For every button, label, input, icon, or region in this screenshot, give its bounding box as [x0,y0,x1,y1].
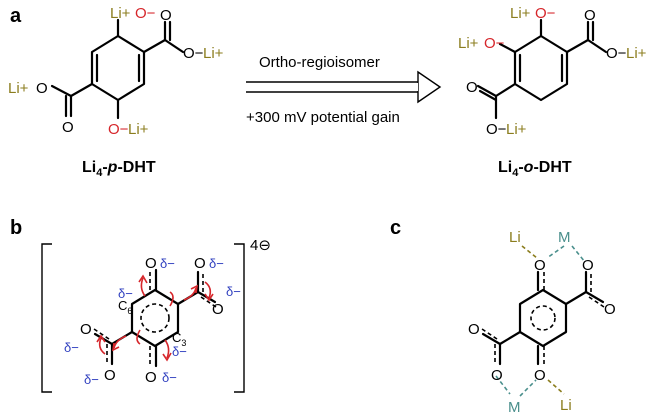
b-left-delta: δ− [64,340,79,355]
b-c3-label: C3 [172,330,186,348]
b-right-carbonyl-o: O [194,255,206,272]
left-left-li: Li+ [8,80,29,97]
left-left-o: O [36,80,48,97]
left-right-li: Li+ [203,45,224,62]
left-right-carbonyl-o: O [160,7,172,24]
c-right-o: O [604,301,616,318]
coordination-ring [518,288,568,348]
left-top-o: O− [135,5,156,22]
left-compound-name: Li4-p-DHT [82,159,156,179]
right-bottom-carbonyl-o: O [466,79,478,96]
left-molecule [50,18,185,120]
left-benzene-ring [90,34,146,102]
left-right-o: O− [183,45,204,62]
b-c6-delta: δ− [118,286,133,301]
c-left-carbonyl-o: O [491,367,503,384]
resonance-molecule [93,268,217,368]
electron-push-arrows [96,274,214,362]
b-left-carbonyl-delta: δ− [84,372,99,387]
b-right-delta: δ− [226,284,241,299]
right-bottom-li: Li+ [506,121,527,138]
right-bracket [234,243,245,393]
right-bottom-o: O− [486,121,507,138]
coordination-molecule [481,245,605,397]
left-bracket [41,243,52,393]
c-bottom-li: Li [560,397,572,414]
right-top-li: Li+ [510,5,531,22]
panel-a-label: a [10,5,22,27]
right-benzene-ring [513,34,569,102]
c-bottom-o: O [534,367,546,384]
right-molecule [476,18,608,120]
right-compound-name: Li4-o-DHT [498,159,572,179]
b-right-o: O [212,301,224,318]
right-right-li: Li+ [626,45,647,62]
right-carbonyl-o: O [584,7,596,24]
b-bottom-o: O [145,369,157,386]
c-right-carbonyl-o: O [582,257,594,274]
b-c6-label: C6 [118,298,132,316]
right-top-o: O− [535,5,556,22]
left-top-li: Li+ [110,5,131,22]
left-bottom-li: Li+ [128,121,149,138]
c-top-m: M [558,229,571,246]
right-right-o: O− [606,45,627,62]
b-right-carbonyl-delta: δ− [209,256,224,271]
arrow-top-label: Ortho-regioisomer [259,54,380,71]
b-top-delta: δ− [160,256,175,271]
b-left-o: O [80,321,92,338]
left-bottom-o: O− [108,121,129,138]
panel-c-label: c [390,217,401,239]
b-bottom-delta: δ− [162,370,177,385]
left-left-carbonyl-o: O [62,119,74,136]
c-top-li: Li [509,229,521,246]
b-c3-delta: δ− [172,344,187,359]
c-bottom-m: M [508,399,521,416]
c-delocalization-circle [530,305,556,331]
right-left-li: Li+ [458,35,479,52]
right-left-o: O− [484,35,505,52]
c-left-o: O [468,321,480,338]
c-top-o: O [534,257,546,274]
arrow-bottom-label: +300 mV potential gain [246,109,400,126]
delocalization-circle [140,303,170,333]
reaction-arrow [246,70,442,104]
panel-b-label: b [10,217,22,239]
charge-label: 4⊖ [250,237,271,254]
b-top-o: O [145,255,157,272]
b-left-carbonyl-o: O [104,367,116,384]
